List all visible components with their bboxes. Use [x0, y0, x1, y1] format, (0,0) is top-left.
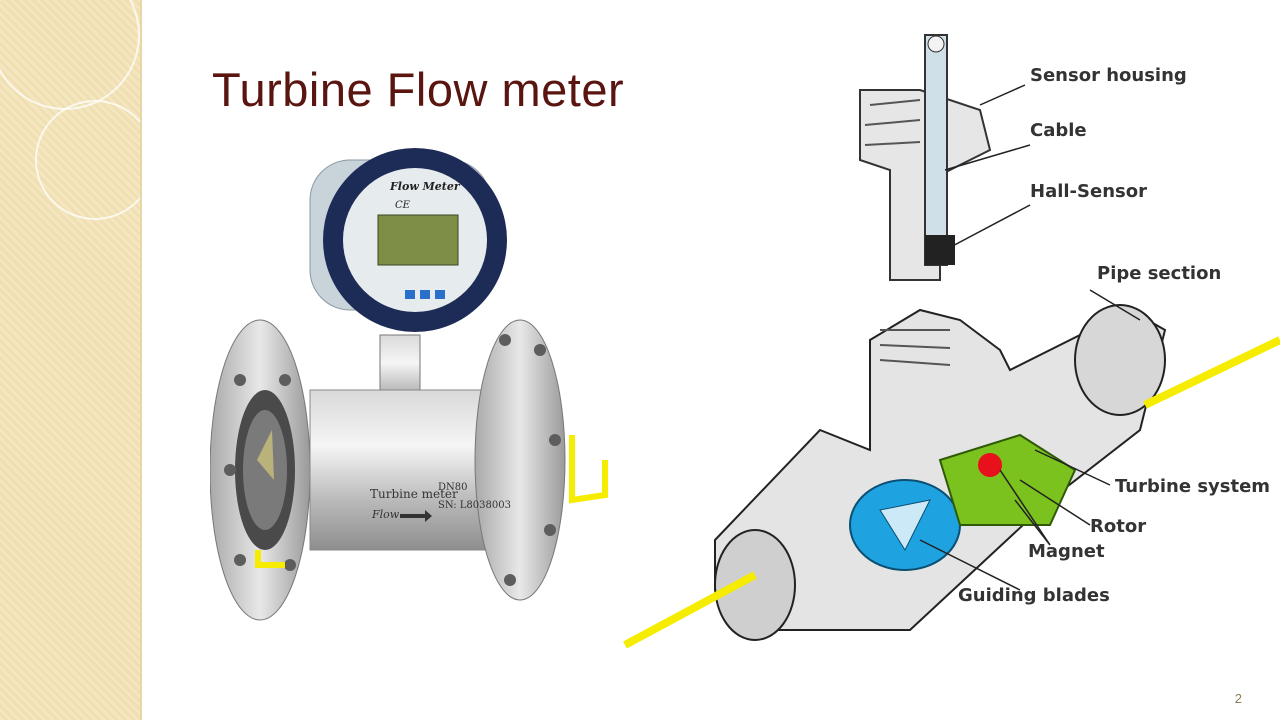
label-hall-sensor: Hall-Sensor [1030, 181, 1147, 202]
flow-meter-photo: CE Flow Meter Turbine meter DN80 SN: L80… [210, 140, 620, 640]
label-guiding-blades: Guiding blades [958, 585, 1110, 606]
label-rotor: Rotor [1090, 516, 1146, 537]
label-magnet: Magnet [1028, 541, 1105, 562]
decorative-side-panel [0, 0, 142, 720]
magnet-shape [978, 453, 1002, 477]
cable-shape [925, 35, 947, 265]
button-icon [435, 290, 445, 299]
label-cable: Cable [1030, 120, 1087, 141]
button-icon [420, 290, 430, 299]
right-flange [475, 320, 565, 600]
decorative-ring [0, 0, 140, 110]
slide-title: Turbine Flow meter [212, 62, 624, 117]
display-marks-text: CE [395, 200, 411, 211]
button-icon [405, 290, 415, 299]
label-turbine-system: Turbine system [1115, 476, 1270, 497]
sensor-assembly [860, 35, 990, 280]
hall-sensor-shape [925, 235, 955, 265]
body-text-size: DN80 [438, 482, 468, 493]
label-sensor-housing: Sensor housing [1030, 65, 1187, 86]
page-number: 2 [1235, 691, 1242, 706]
turbine-cutaway-diagram: Sensor housing Cable Hall-Sensor Pipe se… [620, 30, 1280, 670]
lcd-display [378, 215, 458, 265]
label-pipe-section: Pipe section [1097, 263, 1221, 284]
body-text-serial: SN: L8038003 [438, 500, 511, 511]
body-text-flow: Flow [371, 508, 400, 521]
highlight-mark [572, 435, 605, 500]
decorative-ring [35, 100, 142, 220]
display-brand-text: Flow Meter [389, 180, 461, 193]
